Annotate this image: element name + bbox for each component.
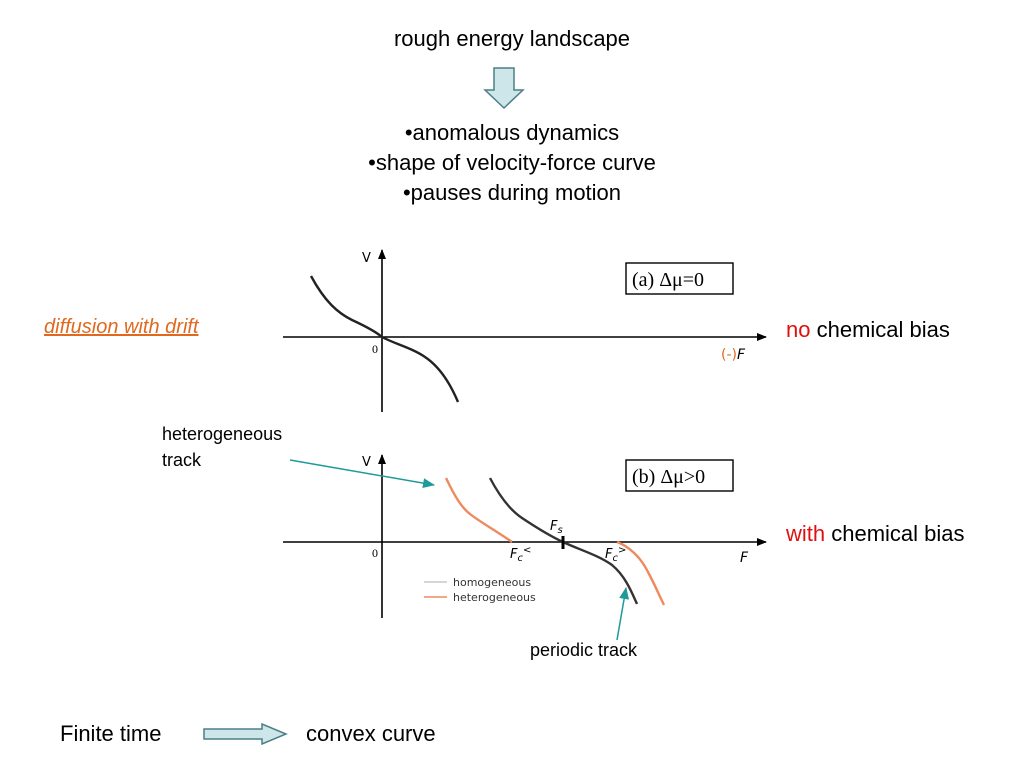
plot-b-fc-greater-label: Fc>	[605, 545, 626, 564]
heterogeneous-track-label: heterogeneous track	[162, 421, 282, 473]
heterogeneous-pointer-arrow	[289, 459, 435, 489]
periodic-track-label: periodic track	[530, 640, 638, 660]
plot-b: V 0 F Fc< Fs Fc> (b) Δμ>0 homogeneous he…	[283, 454, 767, 618]
bullet-anomalous-dynamics: •anomalous dynamics	[404, 120, 620, 145]
plot-a-y-label: V	[362, 251, 371, 266]
plot-a: V 0 (-)F (a) Δμ=0	[283, 249, 767, 412]
plot-a-x-var: F	[737, 347, 746, 363]
with-chemical-bias-label: with chemical bias	[786, 521, 965, 547]
legend-homogeneous-label: homogeneous	[453, 576, 531, 589]
chemical-bias-text: chemical bias	[825, 521, 965, 546]
plot-b-heterogeneous-right-curve	[616, 540, 666, 606]
no-chemical-bias-label: no chemical bias	[786, 317, 950, 343]
plot-b-x-label: F	[740, 550, 749, 566]
bullet-pauses-during-motion: •pauses during motion	[402, 180, 622, 205]
plot-b-fs-label: Fs	[550, 519, 563, 536]
plot-b-heterogeneous-left-curve	[444, 477, 513, 543]
plot-b-origin: 0	[372, 546, 378, 560]
convex-curve-label: convex curve	[306, 721, 436, 746]
plot-b-box-label: (b) Δμ>0	[632, 466, 705, 488]
plot-b-legend-box	[625, 459, 734, 492]
right-arrow-icon	[203, 722, 288, 746]
track-line: track	[162, 450, 202, 470]
plot-a-box-label: (a) Δμ=0	[632, 269, 704, 291]
plot-b-y-label: V	[362, 455, 371, 470]
plot-a-x-label: (-)F	[721, 347, 746, 363]
heterogeneous-line: heterogeneous	[162, 424, 283, 444]
bullet-list: •anomalous dynamics •shape of velocity-f…	[0, 118, 1024, 208]
plot-a-legend-box	[625, 262, 734, 295]
periodic-pointer-arrow	[616, 587, 630, 641]
down-arrow-icon	[483, 67, 525, 110]
diffusion-with-drift-link[interactable]: diffusion with drift	[44, 316, 199, 338]
chemical-bias-text: chemical bias	[810, 317, 950, 342]
page-title: rough energy landscape	[393, 26, 631, 51]
plot-a-curve	[309, 275, 460, 403]
plot-a-x-prefix: (-)	[721, 347, 737, 363]
plot-a-origin: 0	[372, 342, 378, 356]
plot-b-fc-less-label: Fc<	[510, 545, 531, 564]
legend-heterogeneous-label: heterogeneous	[453, 591, 536, 604]
with-highlight: with	[786, 521, 826, 546]
no-highlight: no	[786, 317, 811, 342]
finite-time-label: Finite time	[60, 721, 162, 746]
bullet-velocity-force-curve: •shape of velocity-force curve	[368, 150, 656, 175]
